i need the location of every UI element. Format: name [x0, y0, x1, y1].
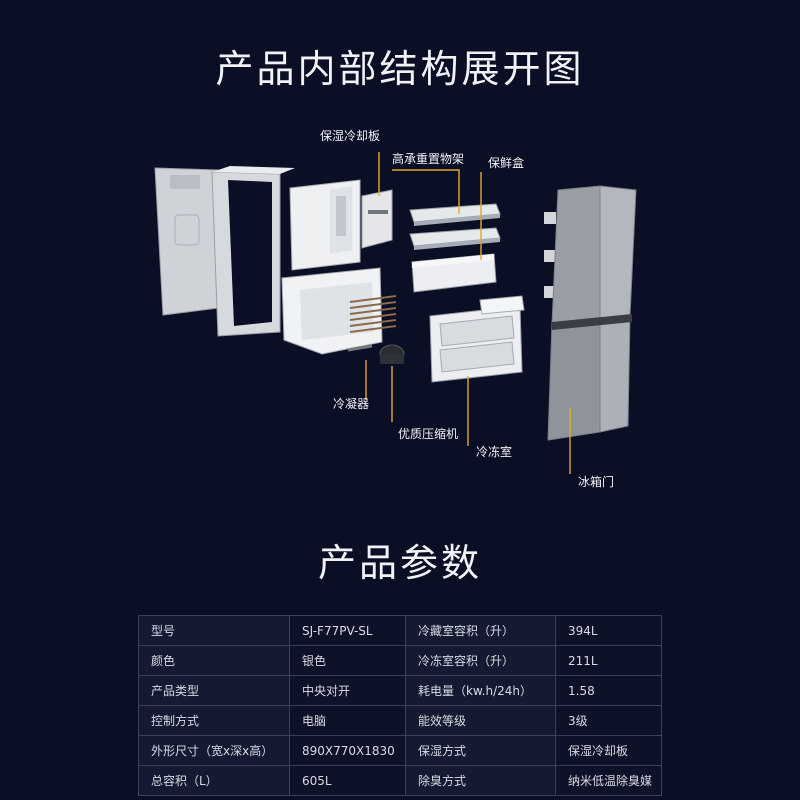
- cabinet-frame: [211, 166, 295, 337]
- spec-value: 纳米低温除臭媒: [555, 765, 662, 796]
- crisper-drawer: [411, 253, 497, 293]
- spec-value: 中央对开: [289, 675, 406, 706]
- freezer-drawers: [429, 295, 525, 383]
- spec-value: 211L: [555, 645, 662, 676]
- spec-key: 冷冻室容积（升）: [405, 645, 556, 676]
- params-title: 产品参数: [317, 541, 482, 585]
- condenser: [347, 295, 397, 352]
- label-shelf: 高承重置物架: [392, 151, 464, 166]
- spec-key: 能效等级: [405, 705, 556, 736]
- spec-value: 电脑: [289, 705, 406, 736]
- fridge-doors: [547, 185, 637, 441]
- label-door: 冰箱门: [578, 474, 614, 489]
- label-condenser: 冷凝器: [333, 396, 369, 411]
- fridge-compartment: [289, 179, 361, 271]
- spec-key: 外形尺寸（宽x深x高）: [138, 735, 290, 766]
- spec-key: 控制方式: [138, 705, 290, 736]
- spec-value: 394L: [555, 615, 662, 646]
- spec-row: 颜色银色冷冻室容积（升）211L: [138, 645, 662, 676]
- shelves: [409, 203, 501, 250]
- spec-value: SJ-F77PV-SL: [289, 615, 406, 646]
- compressor: [379, 344, 405, 364]
- label-freezer: 冷冻室: [476, 444, 512, 459]
- page-title: 产品内部结构展开图: [215, 47, 585, 91]
- spec-value: 保湿冷却板: [555, 735, 662, 766]
- spec-key: 产品类型: [138, 675, 290, 706]
- spec-key: 除臭方式: [405, 765, 556, 796]
- spec-value: 3级: [555, 705, 662, 736]
- spec-value: 银色: [289, 645, 406, 676]
- spec-value: 605L: [289, 765, 406, 796]
- fridge-exploded-diagram: 保湿冷却板 高承重置物架 保鲜盒 冷凝器 优质压缩机 冷冻室 冰箱门: [154, 128, 637, 489]
- spec-row: 产品类型中央对开耗电量（kw.h/24h）1.58: [138, 675, 662, 706]
- spec-key: 保湿方式: [405, 735, 556, 766]
- label-compressor: 优质压缩机: [398, 426, 458, 441]
- spec-key: 冷藏室容积（升）: [405, 615, 556, 646]
- label-cooling-plate: 保湿冷却板: [320, 128, 380, 143]
- spec-key: 颜色: [138, 645, 290, 676]
- door-bins: [544, 212, 556, 298]
- spec-key: 型号: [138, 615, 290, 646]
- leader-shelf: [392, 169, 460, 214]
- spec-key: 总容积（L）: [138, 765, 290, 796]
- spec-value: 1.58: [555, 675, 662, 706]
- label-crisper: 保鲜盒: [488, 155, 524, 170]
- spec-key: 耗电量（kw.h/24h）: [405, 675, 556, 706]
- cooling-plate: [361, 189, 393, 249]
- spec-value: 890X770X1830: [289, 735, 406, 766]
